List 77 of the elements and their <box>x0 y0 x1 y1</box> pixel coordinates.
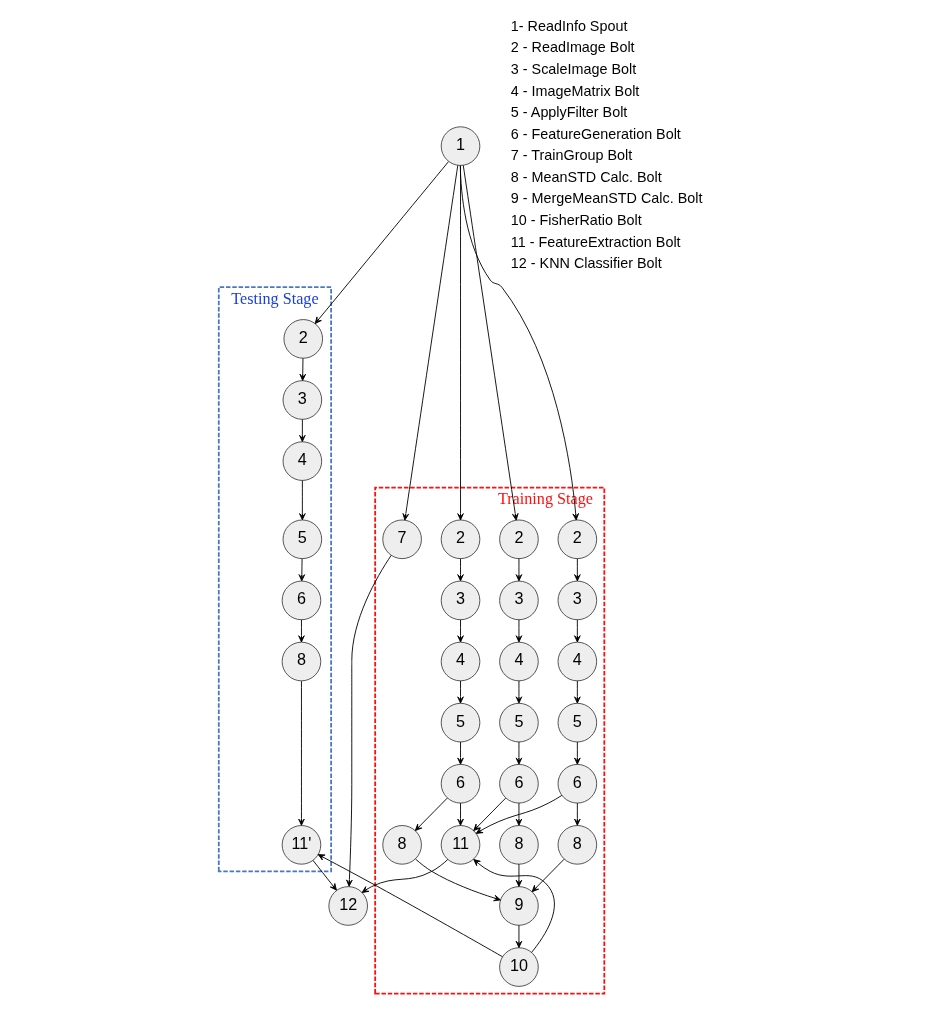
arrow <box>297 680 305 826</box>
node-circle: 6 <box>281 580 321 621</box>
node-circle: 8 <box>498 825 539 865</box>
arrow <box>414 797 448 831</box>
arrow <box>298 357 306 381</box>
node-circle: 2 <box>498 519 539 560</box>
arrow <box>456 680 464 704</box>
arrow <box>314 161 449 324</box>
label: 9 - MergeMeanSTD Calc. Bolt <box>510 190 702 207</box>
arrow <box>573 802 581 826</box>
node-circle: 8 <box>557 825 597 865</box>
node-circle: 2 <box>283 319 323 359</box>
arrow <box>515 924 522 948</box>
arrow <box>456 165 464 521</box>
label: 6 - FeatureGeneration Bolt <box>510 125 681 142</box>
node-circle: 6 <box>557 763 597 804</box>
arrow <box>515 680 522 704</box>
node-circle: 4 <box>440 641 480 682</box>
label: 8 - MeanSTD Calc. Bolt <box>510 168 662 185</box>
arrow <box>515 558 522 582</box>
arrow <box>573 741 581 765</box>
node-circle: 4 <box>282 441 322 481</box>
node-circle: 11' <box>281 825 321 865</box>
node-circle: 1 <box>440 126 480 166</box>
arrow <box>456 558 464 582</box>
node-circle: 6 <box>498 763 539 804</box>
arrow <box>472 797 506 831</box>
node-circle: 4 <box>498 641 539 682</box>
label: 3 - ScaleImage Bolt <box>510 61 636 78</box>
label: 5 - ApplyFilter Bolt <box>510 104 627 121</box>
node-circle: 5 <box>282 519 322 560</box>
label: 11 - FeatureExtraction Bolt <box>510 233 681 250</box>
arrow <box>456 619 464 643</box>
arrow <box>298 418 306 443</box>
node-circle: 6 <box>440 763 480 804</box>
arrow <box>573 558 581 582</box>
node-circle: 5 <box>557 702 597 743</box>
arrow <box>573 680 581 704</box>
arrow <box>414 858 501 902</box>
node-circle: 2 <box>440 519 480 560</box>
arrow <box>515 863 522 887</box>
node-circle: 2 <box>557 519 597 560</box>
arrow <box>515 741 522 765</box>
arrow <box>531 858 565 893</box>
arrow <box>298 558 305 582</box>
node-circle: 10 <box>498 947 539 987</box>
arrow <box>456 802 464 826</box>
node-circle: 4 <box>557 641 597 682</box>
label: 12 - KNN Classifier Bolt <box>510 255 662 272</box>
arrow <box>298 480 306 521</box>
arrow <box>462 164 519 521</box>
arrow <box>459 165 579 521</box>
arrow <box>515 802 522 826</box>
arrow <box>402 164 458 521</box>
node-circle: 3 <box>557 580 597 621</box>
arrow <box>456 741 464 765</box>
arrow <box>317 854 503 958</box>
label: 4 - ImageMatrix Bolt <box>510 82 639 99</box>
arrow <box>475 794 562 834</box>
label: 10 - FisherRatio Bolt <box>510 212 642 229</box>
arrow <box>573 619 581 643</box>
node-circle: 5 <box>440 702 480 743</box>
node-circle: 7 <box>381 519 422 560</box>
node-circle: 3 <box>440 580 480 621</box>
node-circle: 3 <box>498 580 539 621</box>
arrow <box>312 859 337 891</box>
label: 2 - ReadImage Bolt <box>510 39 635 56</box>
node-circle: 5 <box>498 702 539 743</box>
arrow <box>515 619 522 643</box>
label: 1- ReadInfo Spout <box>510 17 627 34</box>
arrow <box>361 859 448 893</box>
arrow <box>345 554 392 887</box>
arrow <box>297 619 305 643</box>
arrow <box>472 858 555 953</box>
node-circle: 3 <box>282 380 322 420</box>
node-circle: 8 <box>281 641 321 682</box>
label: 7 - TrainGroup Bolt <box>510 147 632 164</box>
